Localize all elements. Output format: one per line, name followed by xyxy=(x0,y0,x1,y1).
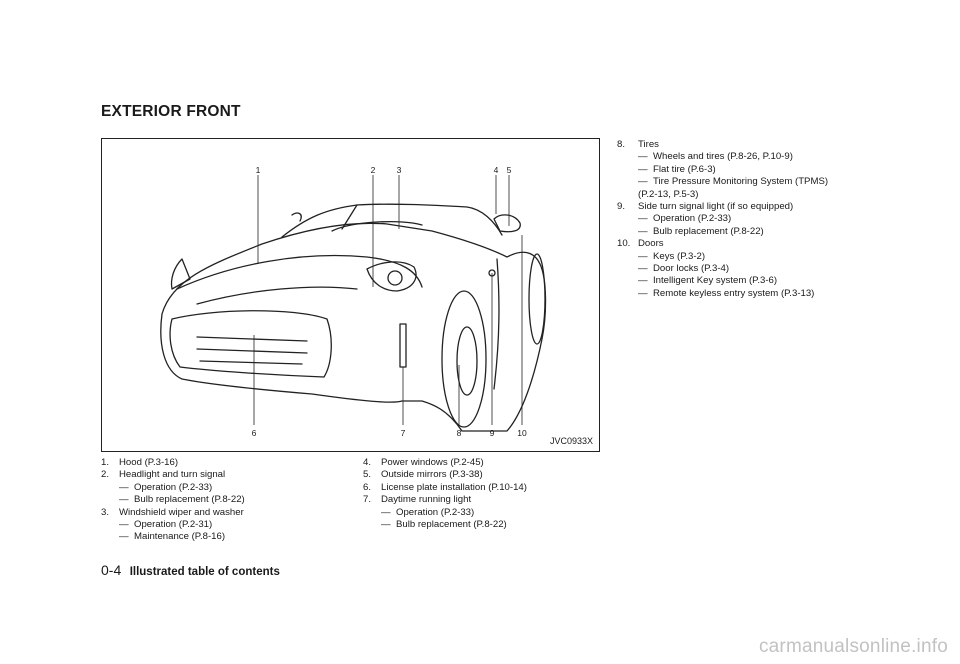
callout-9: 9 xyxy=(489,428,495,438)
callout-3: 3 xyxy=(396,165,402,175)
item-list-column-2: 4. Power windows (P.2-45) 5. Outside mirro… xyxy=(363,457,603,532)
sub-item: Operation (P.2-33) xyxy=(363,507,603,520)
list-item: 10. Doors xyxy=(617,238,873,250)
sub-item: Bulb replacement (P.8-22) xyxy=(617,226,873,239)
sub-item: Operation (P.2-33) xyxy=(101,482,341,495)
sub-item: Tire Pressure Monitoring System (TPMS) xyxy=(617,176,873,189)
item-number: 7. xyxy=(363,494,372,506)
item-text: Tires xyxy=(638,139,659,150)
sub-item: Operation (P.2-33) xyxy=(617,213,873,226)
callout-5: 5 xyxy=(506,165,512,175)
list-item: 5. Outside mirrors (P.3-38) xyxy=(363,469,603,481)
sub-item: Remote keyless entry system (P.3-13) xyxy=(617,288,873,301)
watermark: carmanualsonline.info xyxy=(758,636,948,657)
item-text: Power windows (P.2-45) xyxy=(381,457,484,468)
car-illustration: 1 2 3 4 5 6 7 8 9 10 JVC0933X xyxy=(101,138,600,452)
callout-8: 8 xyxy=(456,428,462,438)
callout-2: 2 xyxy=(370,165,376,175)
item-number: 10. xyxy=(617,238,631,250)
item-text: License plate installation (P.10-14) xyxy=(381,481,527,493)
sub-item: Bulb replacement (P.8-22) xyxy=(101,494,341,507)
list-item: 2. Headlight and turn signal xyxy=(101,469,341,481)
item-text: Outside mirrors (P.3-38) xyxy=(381,469,483,481)
item-number: 9. xyxy=(617,201,626,213)
sub-item: Door locks (P.3-4) xyxy=(617,263,873,276)
item-number: 3. xyxy=(101,506,110,518)
figure-code: JVC0933X xyxy=(549,436,593,446)
sub-item-continuation: (P.2-13, P.5-3) xyxy=(638,188,699,200)
page-footer: 0-4 Illustrated table of contents xyxy=(101,562,280,580)
sub-item: Keys (P.3-2) xyxy=(617,251,873,264)
item-list-column-1: 1. Hood (P.3-16) 2. Headlight and turn sig… xyxy=(101,457,341,544)
list-item: 1. Hood (P.3-16) xyxy=(101,457,341,469)
list-item: 3. Windshield wiper and washer xyxy=(101,507,341,519)
callout-6: 6 xyxy=(251,428,257,438)
sub-item: Maintenance (P.8-16) xyxy=(101,531,341,544)
car-drawing xyxy=(160,175,547,432)
item-text: Daytime running light xyxy=(381,494,472,506)
item-number: 1. xyxy=(101,457,110,468)
sub-item: Bulb replacement (P.8-22) xyxy=(363,519,603,532)
item-number: 5. xyxy=(363,469,372,481)
item-number: 6. xyxy=(363,481,372,493)
page-number: 0-4 xyxy=(101,562,122,578)
section-title: EXTERIOR FRONT xyxy=(101,103,241,120)
item-text: Side turn signal light (if so equipped) xyxy=(638,201,794,213)
sub-item: Intelligent Key system (P.3-6) xyxy=(617,275,873,288)
item-text: Hood (P.3-16) xyxy=(119,457,179,468)
item-text: Doors xyxy=(638,238,664,250)
footer-section-title: Illustrated table of contents xyxy=(129,566,280,578)
callout-7: 7 xyxy=(400,428,406,438)
list-item: 7. Daytime running light xyxy=(363,494,603,506)
item-list-column-3: 8. Tires Wheels and tires (P.8-26, P.10-9… xyxy=(617,139,873,301)
list-item: 6. License plate installation (P.10-14) xyxy=(363,482,603,494)
callout-10: 10 xyxy=(517,428,527,438)
list-item: 8. Tires xyxy=(617,139,873,151)
item-number: 8. xyxy=(617,139,626,150)
item-number: 2. xyxy=(101,469,110,481)
callout-4: 4 xyxy=(493,165,499,175)
sub-item: Operation (P.2-31) xyxy=(101,519,341,532)
callout-1: 1 xyxy=(255,165,261,175)
list-item: 9. Side turn signal light (if so equipped… xyxy=(617,201,873,213)
list-item: 4. Power windows (P.2-45) xyxy=(363,457,603,469)
sub-item: Flat tire (P.6-3) xyxy=(617,164,873,177)
item-number: 4. xyxy=(363,457,372,468)
sub-item: Wheels and tires (P.8-26, P.10-9) xyxy=(617,151,873,164)
item-text: Headlight and turn signal xyxy=(119,469,226,481)
item-text: Windshield wiper and washer xyxy=(119,506,244,518)
